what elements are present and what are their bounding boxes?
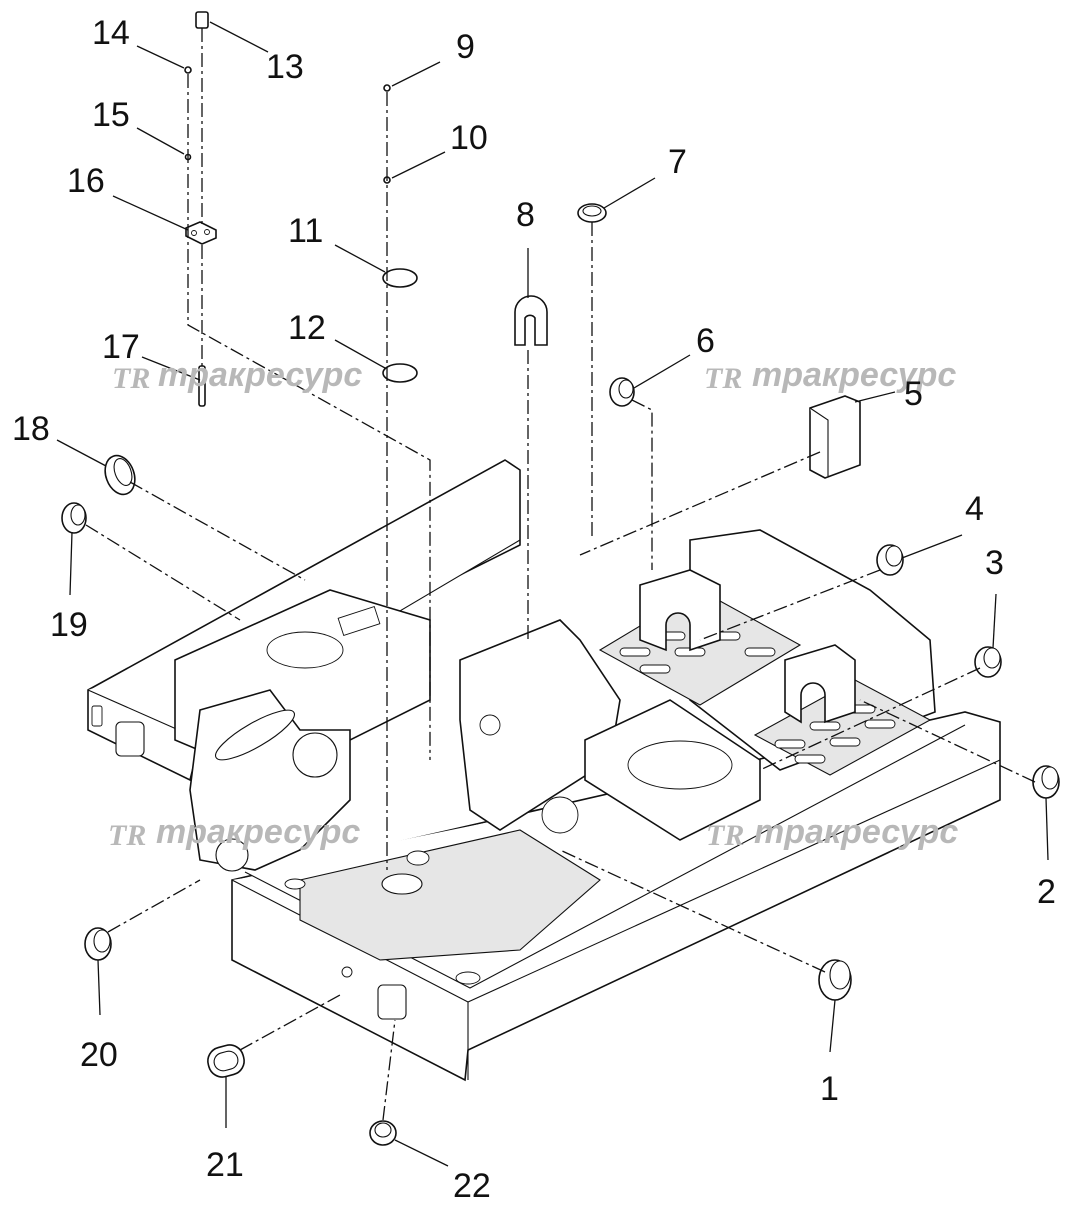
leader-lines bbox=[56, 21, 1049, 1167]
callout-15: 15 bbox=[92, 96, 130, 134]
callout-12: 12 bbox=[288, 309, 326, 347]
upper-frame-assembly bbox=[87, 459, 1001, 1082]
watermark-logo: TR bbox=[108, 819, 146, 852]
callout-4: 4 bbox=[965, 490, 984, 528]
grommet-1 bbox=[818, 959, 852, 1001]
callout-11: 11 bbox=[288, 212, 323, 250]
callout-6: 6 bbox=[696, 322, 715, 360]
grommet-3 bbox=[974, 646, 1002, 678]
nut-13 bbox=[195, 11, 209, 29]
loose-parts bbox=[61, 11, 1060, 1146]
watermark-3: TR тракресурс bbox=[108, 813, 360, 852]
watermark-4: TR тракресурс bbox=[706, 813, 958, 852]
assembly-lines bbox=[85, 28, 1036, 1121]
callout-19: 19 bbox=[50, 606, 88, 644]
watermark-logo: TR bbox=[112, 362, 150, 395]
callout-16: 16 bbox=[67, 162, 105, 200]
watermark-text: тракресурс bbox=[158, 356, 362, 394]
grommet-4 bbox=[876, 544, 904, 576]
grommet-7 bbox=[577, 203, 607, 223]
callout-1: 1 bbox=[820, 1070, 839, 1108]
callout-17: 17 bbox=[102, 328, 140, 366]
u-bracket-right bbox=[784, 644, 856, 724]
bolt-9 bbox=[383, 84, 391, 92]
callout-3: 3 bbox=[985, 544, 1004, 582]
watermark-text: тракресурс bbox=[156, 813, 360, 851]
callout-2: 2 bbox=[1037, 873, 1056, 911]
callout-5: 5 bbox=[904, 375, 923, 413]
grommet-21 bbox=[207, 1044, 245, 1078]
callout-20: 20 bbox=[80, 1036, 118, 1074]
bolt-14 bbox=[184, 66, 192, 74]
callout-7: 7 bbox=[668, 143, 687, 181]
bracket-16 bbox=[185, 221, 217, 245]
callout-13: 13 bbox=[266, 48, 304, 86]
u-bracket-left bbox=[639, 569, 721, 652]
front-opening bbox=[377, 984, 407, 1020]
rear-opening bbox=[115, 721, 145, 757]
callout-18: 18 bbox=[12, 410, 50, 448]
plate-12 bbox=[382, 363, 418, 383]
grommet-18 bbox=[104, 454, 136, 496]
callout-9: 9 bbox=[456, 28, 475, 66]
callout-14: 14 bbox=[92, 14, 130, 52]
callout-22: 22 bbox=[453, 1167, 491, 1205]
watermark-text: тракресурс bbox=[754, 813, 958, 851]
watermark-logo: TR bbox=[706, 819, 744, 852]
callout-labels: 1 2 3 4 5 6 7 8 9 10 11 12 13 14 15 16 1… bbox=[12, 14, 1056, 1205]
grommet-22 bbox=[369, 1120, 397, 1146]
cover-pad-5 bbox=[809, 395, 861, 479]
watermark-1: TR тракресурс bbox=[112, 356, 362, 395]
callout-10: 10 bbox=[450, 119, 488, 157]
clip-8 bbox=[514, 295, 548, 346]
callout-8: 8 bbox=[516, 196, 535, 234]
watermark-logo: TR bbox=[704, 362, 742, 395]
plate-11 bbox=[382, 268, 418, 288]
grommet-19 bbox=[61, 502, 87, 534]
grommet-20 bbox=[84, 927, 112, 961]
callout-21: 21 bbox=[206, 1146, 244, 1184]
watermark-text: тракресурс bbox=[752, 356, 956, 394]
grommet-6 bbox=[609, 377, 635, 407]
watermark-2: TR тракресурс bbox=[704, 356, 956, 395]
swing-plate bbox=[299, 829, 601, 961]
grommet-2 bbox=[1032, 765, 1060, 799]
